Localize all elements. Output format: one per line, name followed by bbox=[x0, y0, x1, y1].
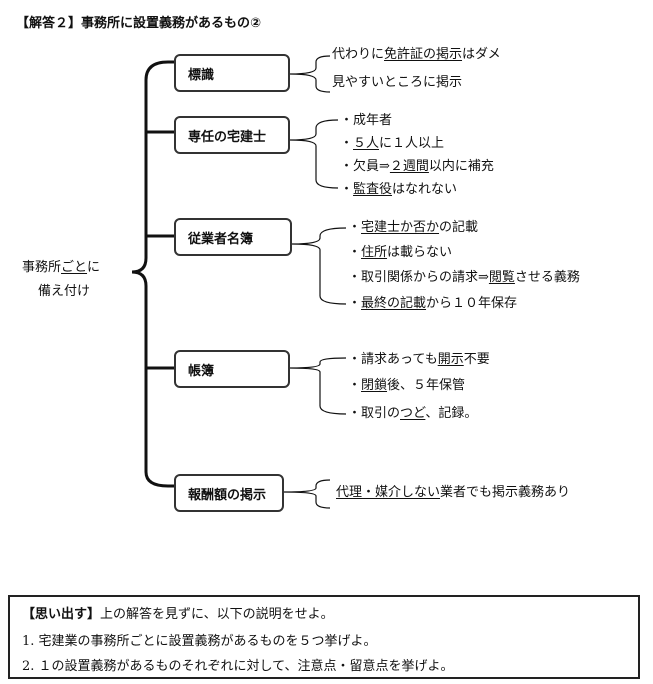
root-label-line2: 備え付け bbox=[38, 284, 91, 299]
root-label-line1: 事務所ごとに bbox=[22, 260, 101, 275]
hyoushiki-item-1: 代わりに免許証の掲示はダメ bbox=[332, 47, 501, 62]
choubo-item-2: ・閉鎖後、５年保管 bbox=[348, 378, 466, 393]
tree-connectors bbox=[131, 55, 347, 509]
sennin-item-4: ・監査役はなれない bbox=[340, 182, 458, 197]
sennin-item-1: ・成年者 bbox=[340, 113, 393, 128]
recall-question-1: 1. 宅建業の事務所ごとに設置義務があるものを５つ挙げよ。 bbox=[22, 634, 377, 649]
sennin-item-3: ・欠員⇒２週間以内に補充 bbox=[340, 159, 494, 174]
choubo-item-1: ・請求あっても開示不要 bbox=[348, 352, 490, 367]
sennin-item-2: ・５人に１人以上 bbox=[340, 136, 445, 151]
box-jugyousha-meibo: 従業者名簿 bbox=[174, 218, 292, 256]
box-sennin-takkenshi: 専任の宅建士 bbox=[174, 116, 290, 154]
jugyousha-item-4: ・最終の記載から１０年保存 bbox=[348, 296, 518, 311]
jugyousha-item-1: ・宅建士か否かの記載 bbox=[348, 220, 479, 235]
box-choubo: 帳簿 bbox=[174, 350, 290, 388]
recall-heading: 【思い出す】上の解答を見ずに、以下の説明をせよ。 bbox=[22, 607, 334, 622]
hyoushiki-item-2: 見やすいところに掲示 bbox=[332, 75, 463, 90]
recall-box: 【思い出す】上の解答を見ずに、以下の説明をせよ。 1. 宅建業の事務所ごとに設置… bbox=[8, 595, 640, 679]
choubo-item-3: ・取引のつど、記録。 bbox=[348, 406, 478, 421]
jugyousha-item-2: ・住所は載らない bbox=[348, 245, 453, 260]
houshuu-item-1: 代理・媒介しない業者でも掲示義務あり bbox=[336, 485, 571, 500]
box-houshuugaku-keiji: 報酬額の掲示 bbox=[174, 474, 284, 512]
page-title: 【解答２】事務所に設置義務があるもの② bbox=[16, 16, 262, 31]
recall-question-2: 2. １の設置義務があるものそれぞれに対して、注意点・留意点を挙げよ。 bbox=[22, 659, 454, 674]
jugyousha-item-3: ・取引関係からの請求⇒閲覧させる義務 bbox=[348, 270, 580, 285]
box-hyoushiki: 標識 bbox=[174, 54, 290, 92]
